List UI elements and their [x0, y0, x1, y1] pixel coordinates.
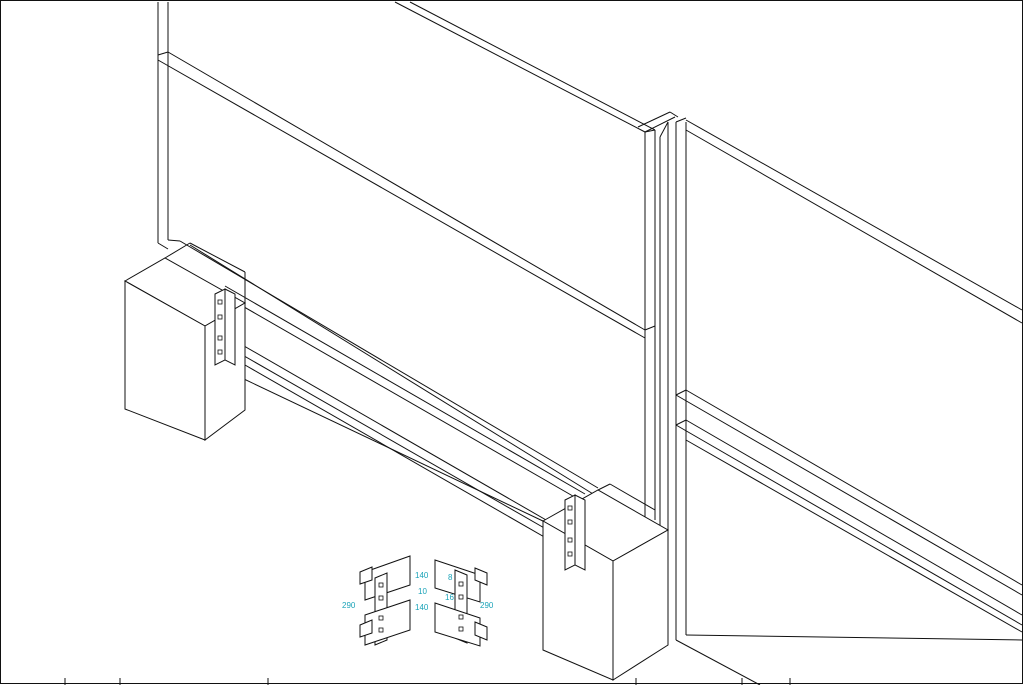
dim-small-a: 8	[448, 573, 453, 582]
frame-ticks	[64, 678, 791, 685]
right-pedestal	[541, 483, 670, 681]
dim-top-length: 140	[415, 571, 429, 580]
dim-small-b: 16	[445, 593, 454, 602]
left-wall-panel	[157, 1, 656, 525]
bracket-detail-left	[359, 555, 411, 646]
dim-bottom-length: 140	[415, 603, 429, 612]
dim-gap: 10	[418, 587, 427, 596]
right-wall-panel	[675, 119, 1023, 685]
bracket-detail-right	[434, 559, 488, 647]
right-bracket	[564, 494, 586, 571]
left-bracket	[214, 288, 236, 366]
dim-left-height: 290	[342, 601, 356, 610]
dim-right-height: 290	[480, 601, 494, 610]
